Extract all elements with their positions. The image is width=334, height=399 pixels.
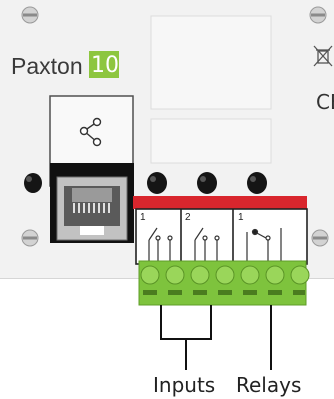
label-area-top — [150, 15, 272, 110]
ethernet-port — [50, 163, 134, 243]
weee-bin-icon — [313, 45, 333, 67]
screw-icon — [311, 229, 329, 247]
led-indicator — [147, 172, 167, 194]
callout-lines — [160, 305, 272, 370]
ce-mark: CE — [316, 90, 334, 114]
screw-icon — [21, 6, 39, 24]
inputs-label: Inputs — [153, 373, 216, 397]
relay-switch-icon — [246, 228, 282, 264]
model-badge — [89, 51, 119, 78]
screw-icon — [21, 229, 39, 247]
brand-text: Paxton — [11, 53, 83, 79]
share-icon — [79, 117, 102, 147]
led-indicator — [247, 172, 267, 194]
led-indicator — [197, 172, 217, 194]
relay-switch-icon — [148, 227, 173, 264]
relay-red-bar — [133, 196, 307, 209]
relay-number: 1 — [140, 212, 146, 223]
screw-icon — [309, 6, 327, 24]
brand-name: Paxton — [11, 53, 83, 80]
model-number: 10 — [91, 53, 119, 78]
label-area-bottom — [150, 118, 272, 164]
terminal-block — [138, 260, 310, 306]
relay-number: 2 — [185, 212, 191, 223]
led-indicator — [24, 173, 42, 193]
relays-label: Relays — [236, 373, 302, 397]
relay-number: 1 — [238, 212, 244, 223]
relay-block — [135, 208, 308, 265]
relay-switch-icon — [194, 227, 220, 264]
